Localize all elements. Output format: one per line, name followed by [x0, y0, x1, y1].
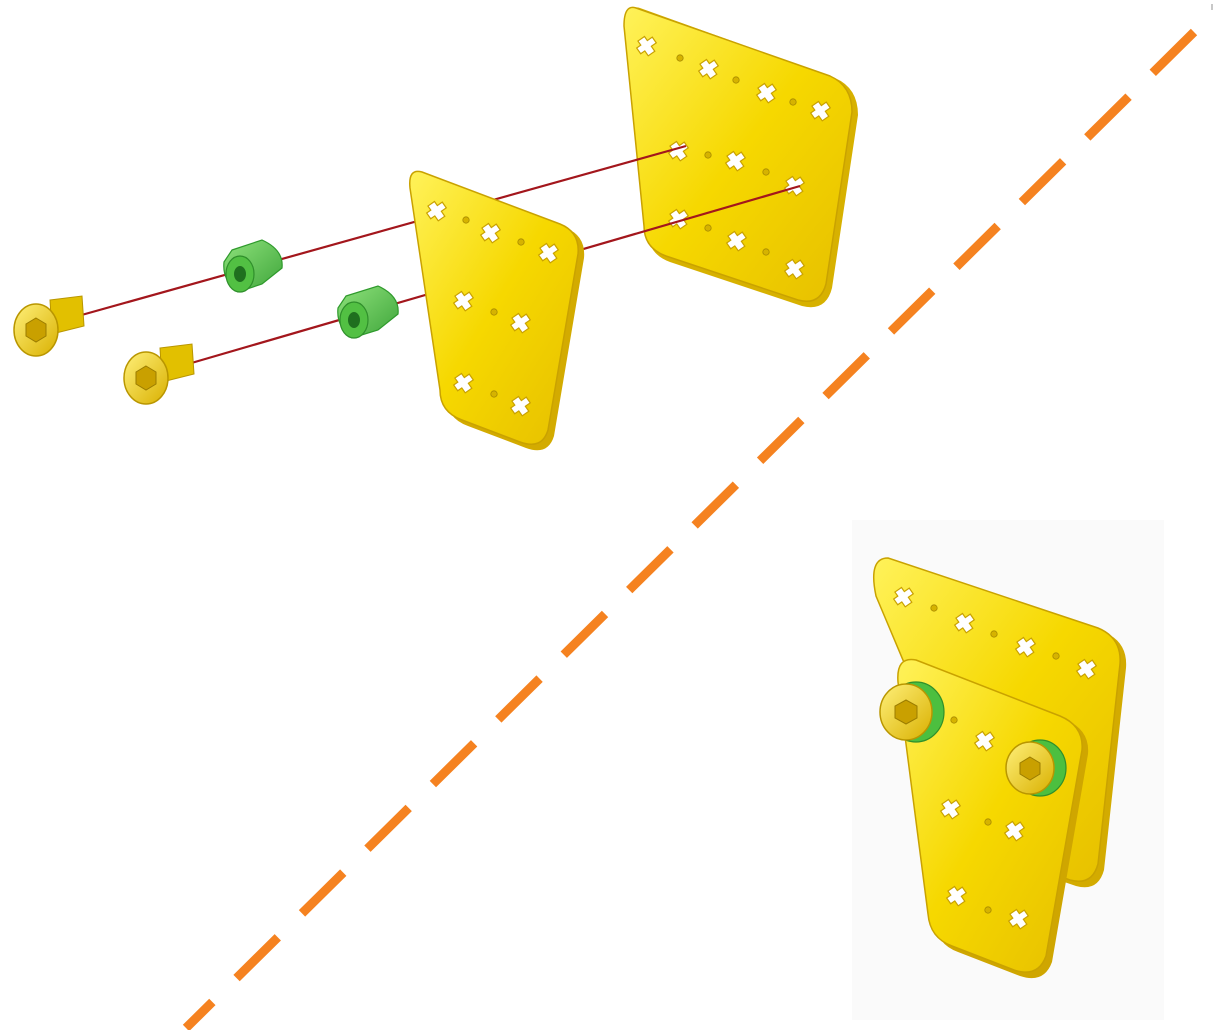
small-plate — [410, 171, 584, 450]
assembled-screw-left — [880, 682, 944, 742]
hex-screw-upper — [14, 296, 84, 356]
hex-screw-lower — [124, 344, 194, 404]
corner-mark — [1211, 4, 1213, 10]
large-plate — [624, 7, 858, 307]
assembled-view — [874, 558, 1126, 978]
spacer-lower — [338, 286, 398, 338]
spacer-upper — [224, 240, 282, 292]
assembled-screw-right — [1006, 740, 1066, 796]
